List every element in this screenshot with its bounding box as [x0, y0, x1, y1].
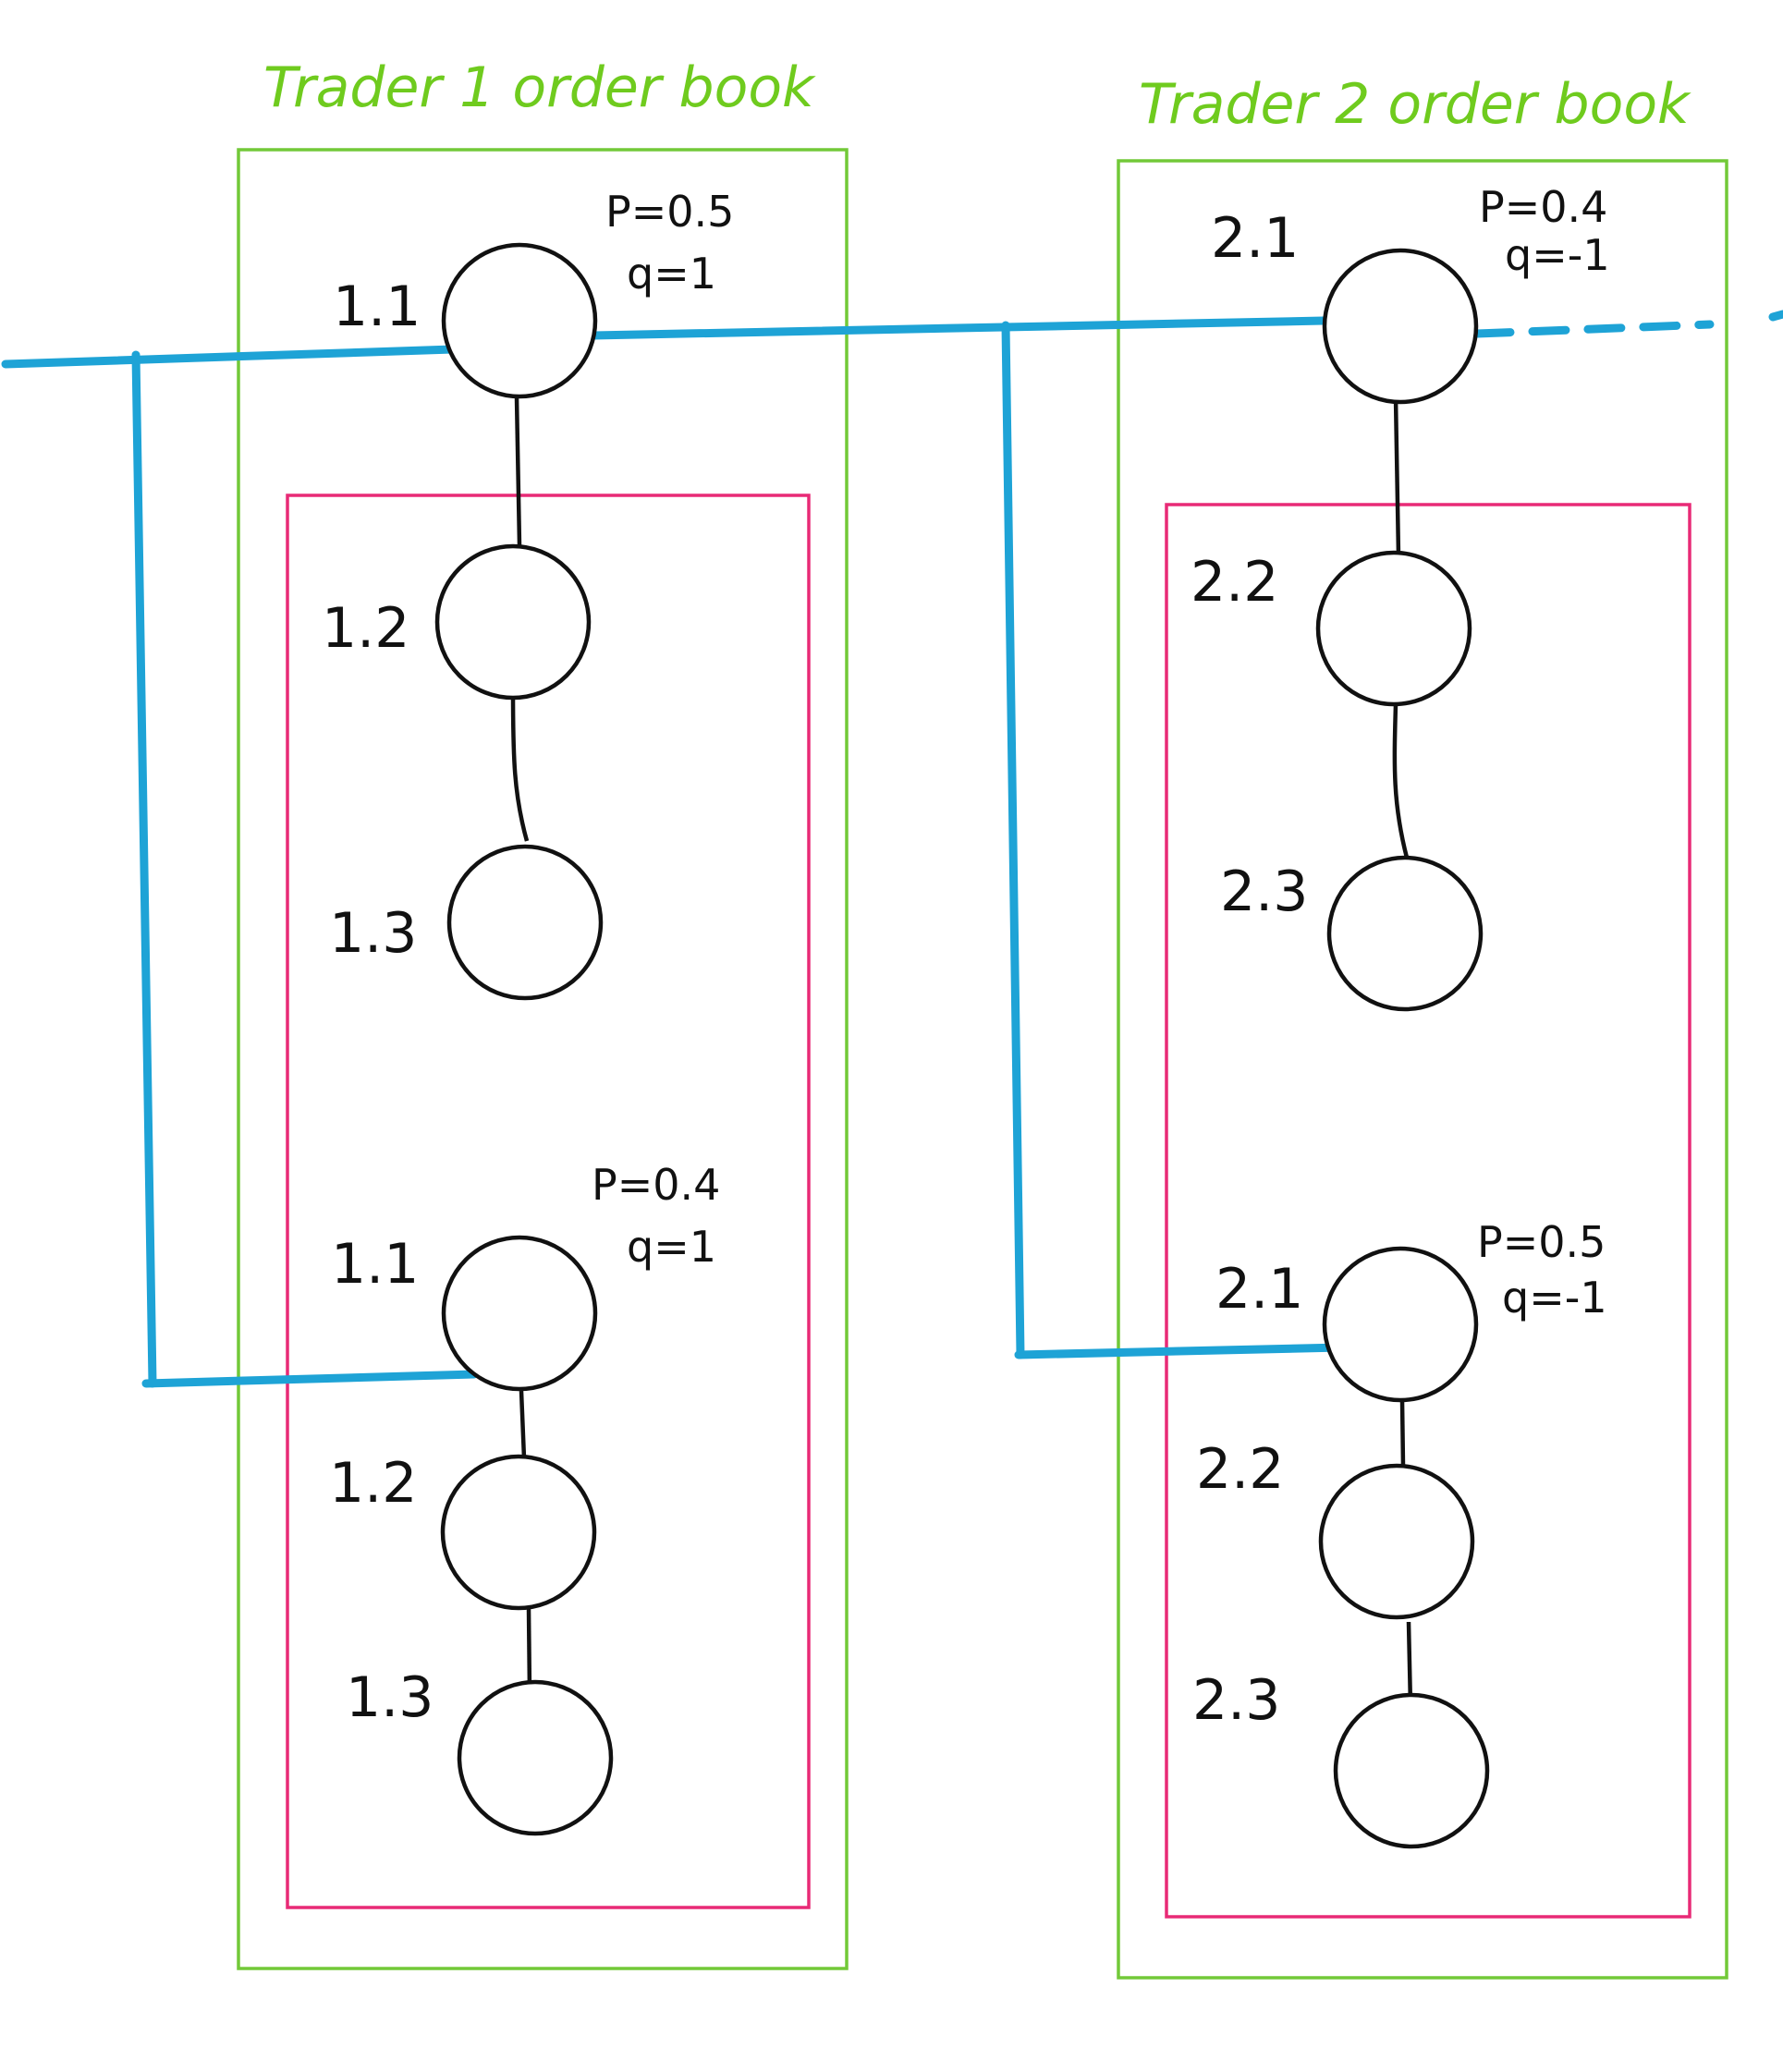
node-label: 2.3	[1220, 859, 1308, 924]
link-outgoing-tail	[1768, 310, 1783, 322]
trader-1-title: Trader 1 order book	[263, 55, 816, 120]
price-annotation: P=0.5	[1477, 1217, 1606, 1267]
node-2-2-top	[1315, 550, 1472, 707]
edge-1-1-to-1-2	[514, 396, 522, 546]
link-2-1-outgoing-dashed	[1472, 320, 1715, 338]
node-label: 2.2	[1196, 1437, 1284, 1502]
node-1-3-top	[446, 844, 604, 1001]
node-1-1-bottom	[441, 1235, 598, 1392]
edge-2-2b-to-2-3b	[1406, 1621, 1413, 1707]
node-label: 2.2	[1191, 550, 1278, 615]
node-label: 1.3	[329, 901, 417, 966]
quantity-annotation: q=1	[627, 1222, 716, 1272]
edge-2-1b-to-2-2b	[1399, 1399, 1406, 1467]
node-1-2-bottom	[440, 1454, 597, 1611]
nodes	[434, 242, 1490, 1849]
edge-2-2-to-2-3	[1392, 703, 1410, 859]
link-1-1-to-2-1	[589, 316, 1328, 340]
node-label: 1.1	[331, 1232, 419, 1297]
trader-2-inner-box	[1165, 503, 1691, 1919]
edge-1-2-to-1-3	[510, 688, 530, 842]
link-right-to-2-1b	[1014, 1343, 1347, 1359]
edge-1-1b-to-1-2b	[519, 1390, 527, 1459]
node-label: 1.1	[333, 274, 421, 339]
node-1-3-bottom	[457, 1679, 614, 1836]
link-incoming-to-1-1	[1, 345, 458, 369]
node-1-2-top	[434, 543, 592, 701]
edge-1-2b-to-1-3b	[526, 1607, 532, 1694]
node-label: 2.1	[1211, 206, 1299, 271]
edge-2-1-to-2-2	[1393, 396, 1401, 557]
trader-2-title: Trader 2 order book	[1139, 72, 1691, 137]
quantity-annotation: q=-1	[1505, 230, 1610, 280]
chain-edges	[510, 396, 1413, 1707]
node-label: 2.3	[1192, 1668, 1280, 1733]
node-2-1-top	[1322, 248, 1479, 405]
match-links	[1, 310, 1783, 1388]
node-label: 1.2	[329, 1451, 417, 1516]
trader-2-order-book-box	[1117, 159, 1728, 1980]
link-left-to-1-1b	[141, 1370, 479, 1388]
node-2-2-bottom	[1318, 1463, 1475, 1620]
quantity-annotation: q=1	[627, 249, 716, 299]
node-label: 1.2	[322, 596, 409, 661]
node-2-3-top	[1326, 855, 1484, 1012]
link-right-vertical	[1001, 321, 1025, 1359]
node-2-3-bottom	[1333, 1692, 1490, 1849]
node-label: 1.3	[346, 1665, 434, 1730]
link-left-vertical	[131, 350, 157, 1388]
quantity-annotation: q=-1	[1502, 1273, 1607, 1322]
trader-1-order-book-box	[237, 148, 849, 1970]
price-annotation: P=0.4	[1479, 182, 1607, 232]
price-annotation: P=0.4	[592, 1160, 720, 1210]
node-2-1-bottom	[1322, 1246, 1479, 1403]
price-annotation: P=0.5	[605, 187, 734, 237]
node-label: 2.1	[1215, 1257, 1303, 1322]
trader-1-inner-box	[286, 494, 811, 1909]
node-1-1-top	[441, 242, 598, 399]
